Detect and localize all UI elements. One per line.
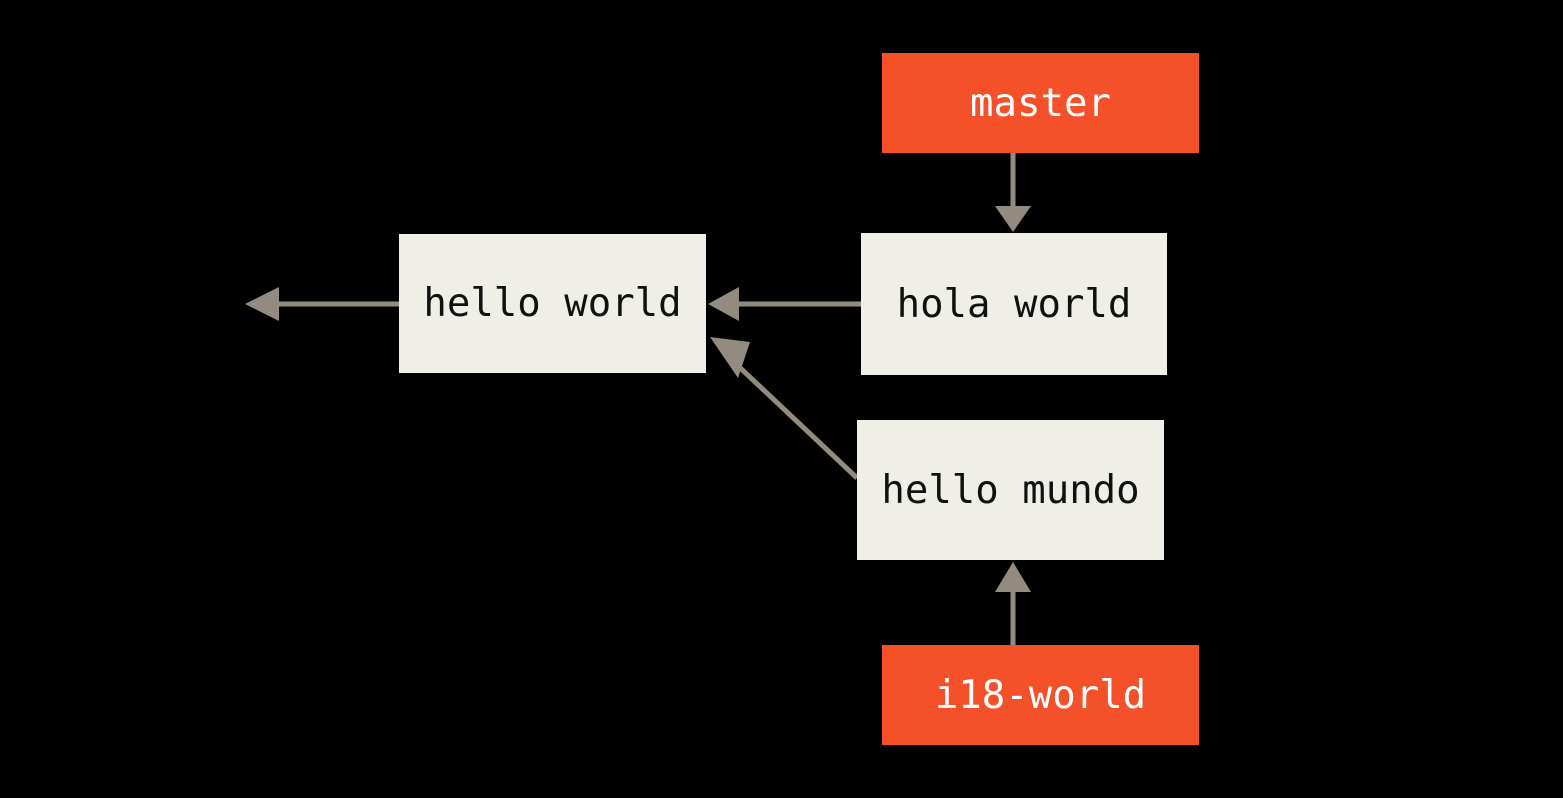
edge-hola-world-to-hello-world [708,287,861,321]
commit-label-hola-world: hola world [896,281,1132,327]
edge-hello-world-to-ancestor [245,287,399,321]
commit-node-hola-world[interactable]: hola world [861,233,1167,375]
commit-label-hello-mundo: hello mundo [881,467,1140,513]
edge-hello-mundo-to-hello-world [710,337,859,480]
branch-node-master[interactable]: master [882,53,1199,153]
branch-label-master: master [970,80,1111,126]
edge-master-to-hola-world [995,153,1031,232]
commit-node-hello-mundo[interactable]: hello mundo [857,420,1164,560]
branch-label-i18-world: i18-world [934,672,1147,718]
edge-i18-world-to-hello-mundo [995,562,1031,645]
commit-label-hello-world: hello world [423,281,682,326]
commit-node-hello-world[interactable]: hello world [399,234,706,373]
branch-node-i18-world[interactable]: i18-world [882,645,1199,745]
